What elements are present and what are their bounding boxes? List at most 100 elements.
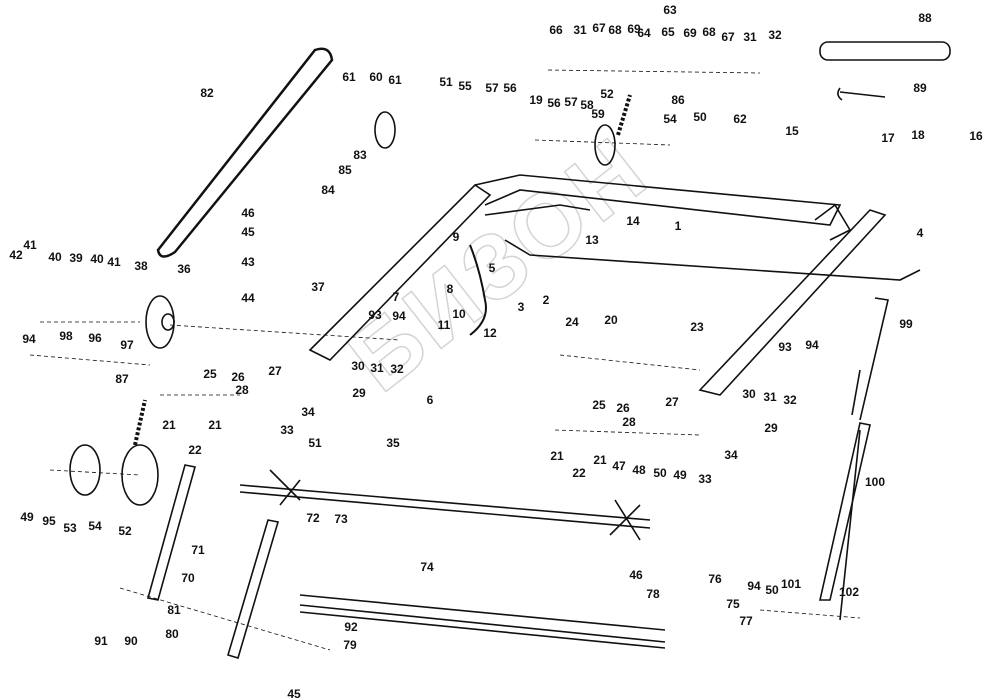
callout-8: 8 (446, 282, 454, 296)
callout-42: 42 (9, 248, 23, 262)
callout-61: 61 (342, 70, 356, 84)
callout-55: 55 (458, 79, 472, 93)
callout-27: 27 (665, 395, 679, 409)
callout-28: 28 (235, 383, 249, 397)
callout-12: 12 (483, 326, 497, 340)
callout-77: 77 (739, 614, 753, 628)
chain-87 (133, 399, 147, 446)
callout-38: 38 (134, 259, 148, 273)
callout-2: 2 (542, 293, 550, 307)
hose-12 (469, 244, 487, 336)
callout-86: 86 (671, 93, 685, 107)
callout-50: 50 (693, 110, 707, 124)
callout-76: 76 (708, 572, 722, 586)
rotor-shaft (239, 469, 651, 541)
callout-30: 30 (742, 387, 756, 401)
pulley-60 (374, 111, 396, 149)
side-bars (146, 297, 889, 659)
callout-92: 92 (344, 620, 358, 634)
callout-41: 41 (107, 255, 121, 269)
callout-59: 59 (591, 107, 605, 121)
callout-34: 34 (301, 405, 315, 419)
callout-56: 56 (547, 96, 561, 110)
callout-4: 4 (916, 226, 924, 240)
callout-35: 35 (386, 436, 400, 450)
callout-95: 95 (42, 514, 56, 528)
callout-64: 64 (637, 26, 651, 40)
callout-24: 24 (565, 315, 579, 329)
callout-43: 43 (241, 255, 255, 269)
callout-85: 85 (338, 163, 352, 177)
callout-79: 79 (343, 638, 357, 652)
callout-9: 9 (452, 230, 460, 244)
callout-30: 30 (351, 359, 365, 373)
sprocket-52-top (594, 124, 616, 166)
callout-98: 98 (59, 329, 73, 343)
callout-39: 39 (69, 251, 83, 265)
callout-61: 61 (388, 73, 402, 87)
callout-29: 29 (352, 386, 366, 400)
callout-22: 22 (572, 466, 586, 480)
callout-57: 57 (564, 95, 578, 109)
callout-62: 62 (733, 112, 747, 126)
callout-65: 65 (661, 25, 675, 39)
callout-94: 94 (392, 309, 406, 323)
callout-14: 14 (626, 214, 640, 228)
callout-68: 68 (608, 23, 622, 37)
callout-97: 97 (120, 338, 134, 352)
callout-60: 60 (369, 70, 383, 84)
callout-18: 18 (911, 128, 925, 142)
callout-72: 72 (306, 511, 320, 525)
callout-57: 57 (485, 81, 499, 95)
callout-50: 50 (765, 583, 779, 597)
callout-19: 19 (529, 93, 543, 107)
callout-84: 84 (321, 183, 335, 197)
callout-17: 17 (881, 131, 895, 145)
callout-94: 94 (805, 338, 819, 352)
callout-37: 37 (311, 280, 325, 294)
callout-91: 91 (94, 634, 108, 648)
callout-28: 28 (622, 415, 636, 429)
callout-47: 47 (612, 459, 626, 473)
callout-34: 34 (724, 448, 738, 462)
callout-49: 49 (20, 510, 34, 524)
callout-67: 67 (592, 21, 606, 35)
callout-89: 89 (913, 81, 927, 95)
callout-32: 32 (390, 362, 404, 376)
callout-13: 13 (585, 233, 599, 247)
callout-33: 33 (280, 423, 294, 437)
callout-94: 94 (22, 332, 36, 346)
wrench-89 (837, 87, 886, 101)
callout-21: 21 (593, 453, 607, 467)
callout-54: 54 (663, 112, 677, 126)
callout-7: 7 (392, 290, 400, 304)
callout-46: 46 (241, 206, 255, 220)
callout-70: 70 (181, 571, 195, 585)
callout-74: 74 (420, 560, 434, 574)
callout-11: 11 (437, 318, 451, 332)
callout-29: 29 (764, 421, 778, 435)
pulley-53 (69, 444, 101, 496)
callout-53: 53 (63, 521, 77, 535)
callout-40: 40 (90, 252, 104, 266)
callout-1: 1 (674, 219, 682, 233)
chain-86 (616, 94, 632, 136)
callout-3: 3 (517, 300, 525, 314)
callout-50: 50 (653, 466, 667, 480)
callout-52: 52 (118, 524, 132, 538)
callout-78: 78 (646, 587, 660, 601)
callout-26: 26 (231, 370, 245, 384)
callout-5: 5 (488, 261, 496, 275)
sprocket-52 (121, 444, 159, 506)
callout-31: 31 (763, 390, 777, 404)
callout-69: 69 (627, 22, 641, 36)
callout-81: 81 (167, 603, 181, 617)
callout-31: 31 (743, 30, 757, 44)
callout-25: 25 (203, 367, 217, 381)
callout-22: 22 (188, 443, 202, 457)
callout-36: 36 (177, 262, 191, 276)
callout-73: 73 (334, 512, 348, 526)
callout-71: 71 (191, 543, 205, 557)
callout-46: 46 (629, 568, 643, 582)
